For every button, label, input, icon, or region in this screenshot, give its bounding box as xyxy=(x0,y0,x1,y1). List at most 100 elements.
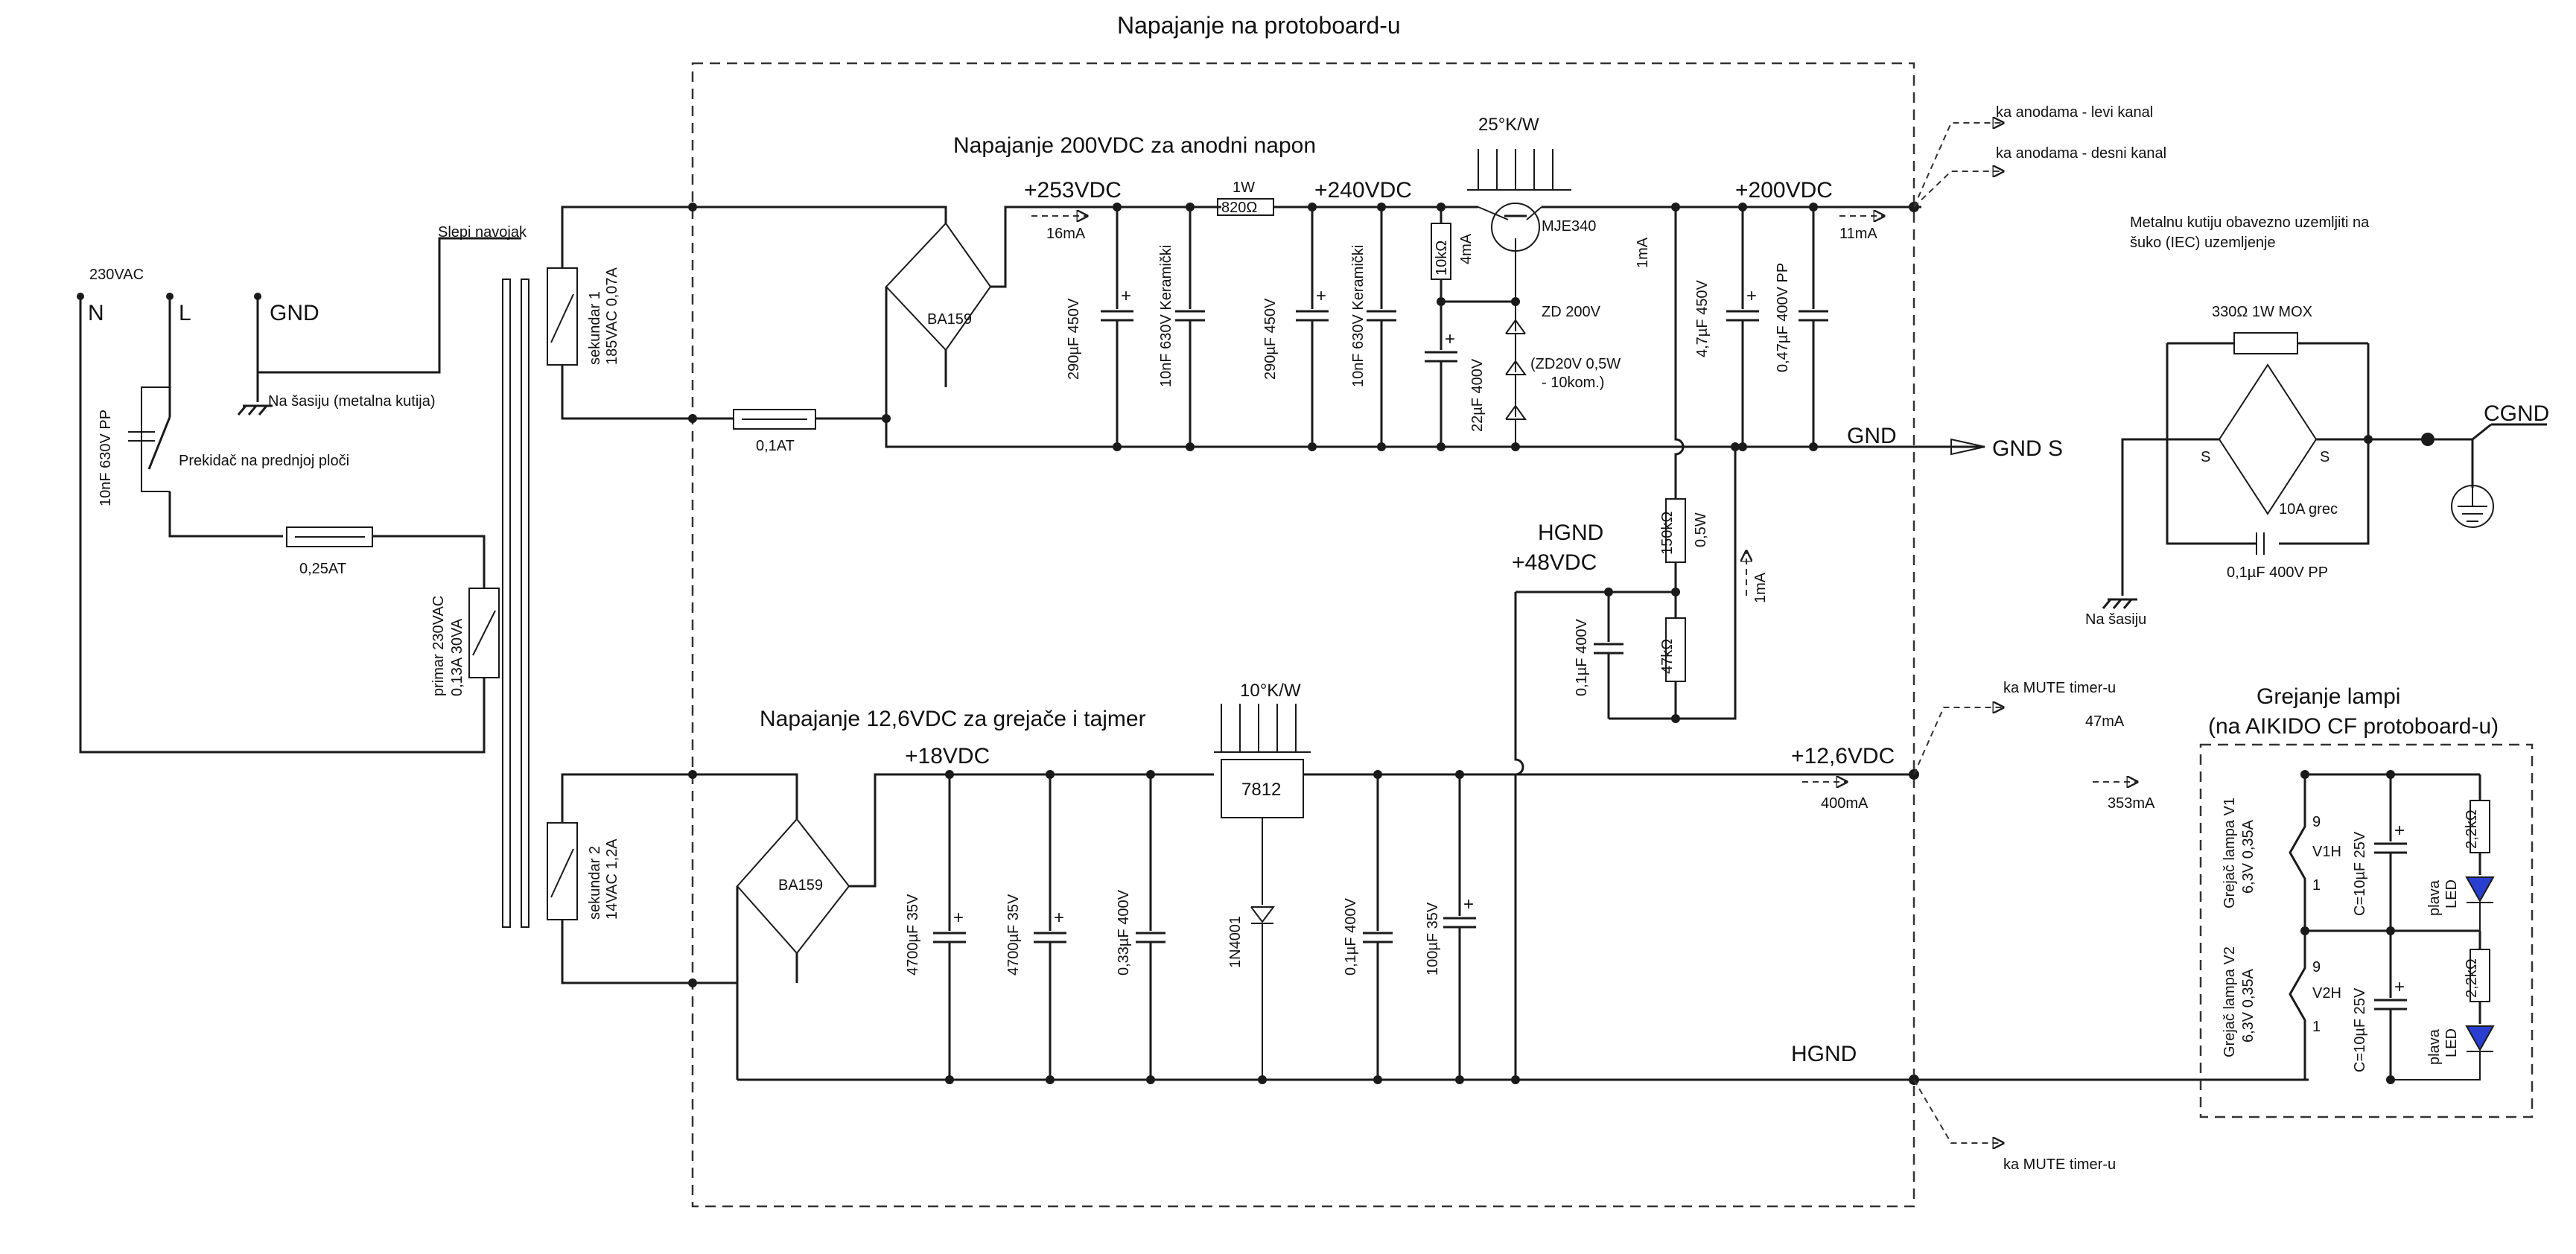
heatsink-anode-label: 25°K/W xyxy=(1478,115,1539,135)
lamp-frame xyxy=(2199,743,2534,1118)
cgnd-section: Metalnu kutiju obavezno uzemljiti na šuk… xyxy=(2085,214,2549,628)
v1-desc-1: Grejač lampa V1 xyxy=(2222,798,2238,908)
sec2-label-1: sekundar 2 xyxy=(587,846,603,920)
svg-text:+: + xyxy=(1316,286,1326,306)
v240-label: +240VDC xyxy=(1314,178,1412,203)
led-1 xyxy=(2465,876,2495,903)
cgnd-label: CGND xyxy=(2484,401,2549,426)
v126-label: +12,6VDC xyxy=(1791,744,1895,768)
protoboard-title: Napajanje na protoboard-u xyxy=(1117,12,1401,39)
primary-winding xyxy=(468,588,500,678)
anode-left-label: ka anodama - levi kanal xyxy=(1996,104,2153,121)
secondary-2 xyxy=(547,822,578,920)
cap1-label: C=10µF 25V xyxy=(2352,831,2368,916)
mains-cap-label: 10nF 630V PP xyxy=(98,410,114,506)
v2-desc-2: 6,3V 0,35A xyxy=(2240,968,2257,1043)
r150k-w-label: 0,5W xyxy=(1693,512,1709,547)
sec2-label-2: 14VAC 1,2A xyxy=(604,838,620,920)
primary-label-2: 0,13A 30VA xyxy=(449,618,465,696)
c4700a-label: 4700µF 35V xyxy=(905,894,921,975)
c4700b-label: 4700µF 35V xyxy=(1005,894,1022,975)
i1-anode-label: 1mA xyxy=(1635,237,1651,268)
svg-text:+: + xyxy=(1445,329,1455,349)
earth-symbol xyxy=(2451,485,2494,528)
diode-1n4001-label: 1N4001 xyxy=(1227,916,1244,968)
svg-text:+: + xyxy=(953,908,964,928)
blind-winding-label: Slepi navojak xyxy=(438,224,527,241)
c047-label: 0,47µF 400V PP xyxy=(1775,263,1791,372)
protoboard-frame xyxy=(691,62,1915,1208)
i1-hgnd-label: 1mA xyxy=(1752,572,1769,603)
chassis-cgnd-label: Na šasiju xyxy=(2085,611,2146,628)
bridge-cgnd-label: 10A grec xyxy=(2279,501,2338,518)
sec1-label-1: sekundar 1 xyxy=(587,291,603,365)
v2-pin9: 9 xyxy=(2312,959,2321,975)
heater-supply: Napajanje 12,6VDC za grejače i tajmer BA… xyxy=(688,680,2309,1173)
r22k-2-label: 2,2kΩ xyxy=(2464,958,2480,998)
zd-label-2: (ZD20V 0,5W xyxy=(1530,356,1621,372)
heating-title-2: (na AIKIDO CF protoboard-u) xyxy=(2208,714,2499,739)
r47k-label: 47kΩ xyxy=(1659,639,1676,674)
cgnd-note-2: šuko (IEC) uzemljenje xyxy=(2130,235,2276,251)
v253-label: +253VDC xyxy=(1024,178,1122,203)
led1-label-1: plava xyxy=(2426,879,2443,916)
v1-pin9: 9 xyxy=(2312,814,2321,830)
v2-pin1: 1 xyxy=(2312,1019,2321,1035)
svg-text:+: + xyxy=(1121,286,1131,306)
led2-label-1: plava xyxy=(2426,1028,2443,1065)
r820-power: 1W xyxy=(1233,179,1255,196)
mains-l-label: L xyxy=(179,301,191,325)
c4-label: 10nF 630V Keramički xyxy=(1350,245,1367,387)
v1-pin1: 1 xyxy=(2312,877,2321,894)
bridge-anode xyxy=(885,222,992,351)
v2-label: V2H xyxy=(2312,985,2341,1002)
zd-label: ZD 200V xyxy=(1542,304,1601,320)
heatsink-heater-label: 10°K/W xyxy=(1240,681,1301,701)
v1-desc-2: 6,3V 0,35A xyxy=(2240,819,2257,894)
c100-label: 100µF 35V xyxy=(1425,902,1441,975)
i16-label: 16mA xyxy=(1046,226,1086,242)
mute-top-label: ka MUTE timer-u xyxy=(2003,680,2116,696)
switch-label: Prekidač na prednjoj ploči xyxy=(179,453,349,469)
r330 xyxy=(2233,332,2298,354)
r22k-1-label: 2,2kΩ xyxy=(2464,809,2480,849)
svg-text:+: + xyxy=(1746,286,1757,306)
mains-section: 230VAC N L GND 10nF 630V PP Prekidač na … xyxy=(77,224,527,754)
cgnd-cap-label: 0,1µF 400V PP xyxy=(2227,564,2328,581)
svg-text:+: + xyxy=(2394,977,2405,997)
mains-n-label: N xyxy=(88,301,104,325)
r10k-label: 10kΩ xyxy=(1434,241,1450,276)
mains-gnd-label: GND xyxy=(270,301,319,325)
anode-title: Napajanje 200VDC za anodni napon xyxy=(953,133,1316,158)
chassis-label: Na šasiju (metalna kutija) xyxy=(268,393,436,410)
hgnd-divider: HGND +48VDC 150kΩ 0,5W 47kΩ 0,1µF 400V 1… xyxy=(1512,442,1769,1080)
led-2 xyxy=(2465,1025,2495,1052)
c1-label: 290µF 450V xyxy=(1066,298,1082,380)
c3-label: 290µF 450V xyxy=(1262,298,1279,380)
mains-voltage-label: 230VAC xyxy=(89,267,144,283)
v200-label: +200VDC xyxy=(1735,178,1833,203)
primary-label-1: primar 230VAC xyxy=(430,596,447,696)
i400-label: 400mA xyxy=(1821,795,1869,812)
c01-heater-label: 0,1µF 400V xyxy=(1343,898,1359,975)
mute-bottom-label: ka MUTE timer-u xyxy=(2003,1156,2116,1173)
v1-label: V1H xyxy=(2312,844,2341,860)
lamp-heaters: Grejanje lampi (na AIKIDO CF protoboard-… xyxy=(2199,684,2534,1118)
c22-label: 22µF 400V xyxy=(1469,358,1486,432)
c2-label: 10nF 630V Keramički xyxy=(1158,245,1174,387)
heating-title-1: Grejanje lampi xyxy=(2257,684,2400,709)
zd-label-3: - 10kom.) xyxy=(1542,375,1604,391)
gnd-s-label: GND S xyxy=(1992,436,2063,461)
led1-label-2: LED xyxy=(2443,879,2460,908)
v18-label: +18VDC xyxy=(905,744,990,768)
svg-text:+: + xyxy=(2394,821,2405,841)
r820-label: 820Ω xyxy=(1221,200,1257,216)
secondary-1 xyxy=(547,267,578,366)
hgnd-div-label: HGND xyxy=(1538,521,1603,545)
regulator-label: 7812 xyxy=(1241,780,1281,800)
anode-right-label: ka anodama - desni kanal xyxy=(1996,145,2166,162)
bridge-heater-label: BA159 xyxy=(778,877,823,894)
v48-label: +48VDC xyxy=(1512,550,1597,575)
c01-hgnd-label: 0,1µF 400V xyxy=(1574,619,1590,696)
